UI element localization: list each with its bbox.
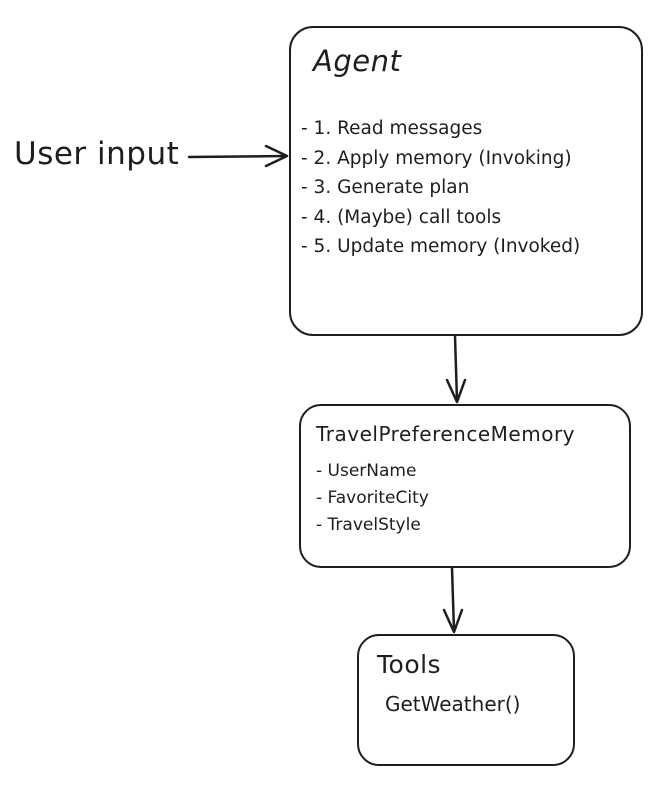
arrow-head-agent-to-memory bbox=[445, 378, 467, 404]
agent-steps-list: - 1. Read messages - 2. Apply memory (In… bbox=[301, 114, 580, 262]
arrow-head-user-to-agent bbox=[264, 144, 289, 168]
memory-title: TravelPreferenceMemory bbox=[316, 422, 575, 446]
memory-node: TravelPreferenceMemory - UserName - Favo… bbox=[299, 404, 631, 568]
agent-step: - 1. Read messages bbox=[301, 118, 483, 139]
arrow-agent-to-memory bbox=[453, 334, 459, 403]
tool-item: GetWeather() bbox=[385, 692, 521, 716]
agent-step: - 5. Update memory (Invoked) bbox=[301, 236, 581, 257]
tools-title: Tools bbox=[377, 650, 442, 679]
arrow-user-to-agent bbox=[187, 154, 288, 159]
memory-field: - TravelStyle bbox=[316, 515, 421, 535]
arrow-head-memory-to-tools bbox=[442, 608, 464, 634]
user-input-label: User input bbox=[14, 136, 180, 172]
tools-node: Tools GetWeather() bbox=[357, 634, 575, 766]
agent-title: Agent bbox=[313, 44, 402, 78]
arrow-memory-to-tools bbox=[450, 566, 456, 633]
memory-field: - UserName bbox=[316, 461, 417, 481]
agent-step: - 2. Apply memory (Invoking) bbox=[301, 147, 572, 169]
agent-node: Agent - 1. Read messages - 2. Apply memo… bbox=[289, 26, 643, 336]
memory-fields-list: - UserName - FavoriteCity - TravelStyle bbox=[316, 458, 429, 539]
agent-step: - 3. Generate plan bbox=[301, 177, 470, 198]
agent-step: - 4. (Maybe) call tools bbox=[301, 206, 502, 228]
memory-field: - FavoriteCity bbox=[316, 488, 429, 508]
